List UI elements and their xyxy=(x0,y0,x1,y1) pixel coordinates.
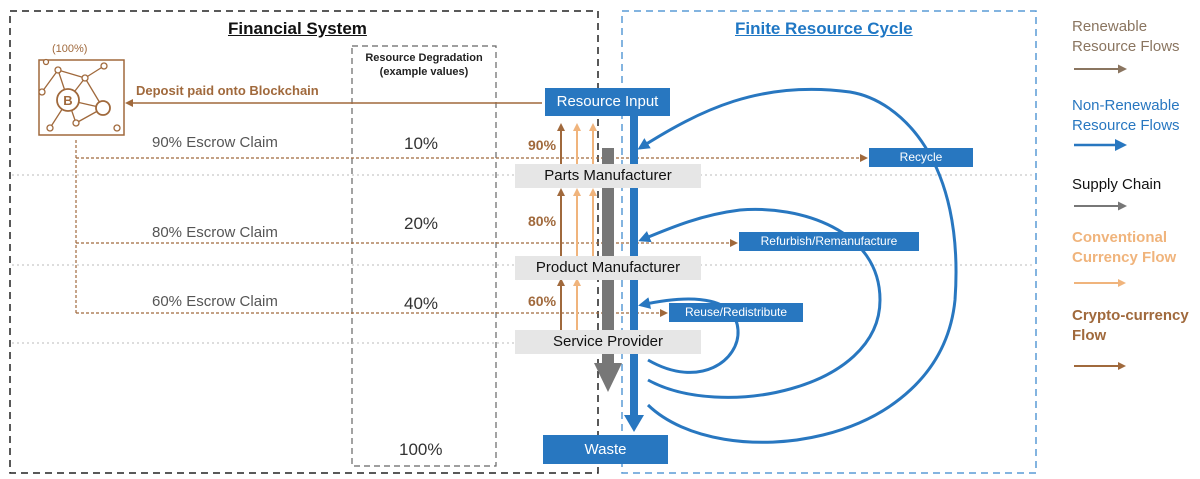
legend-non-renewable: Non-Renewable Resource Flows xyxy=(1072,97,1180,135)
parts-manufacturer-box: Parts Manufacturer xyxy=(515,164,701,188)
legend-arrows xyxy=(1074,64,1127,370)
service-provider-box: Service Provider xyxy=(515,330,701,354)
resource-degradation-title: Resource Degradation (example values) xyxy=(365,52,483,79)
row-separators xyxy=(12,174,1034,344)
degradation-40: 40% xyxy=(404,294,439,313)
supply-chain-arrowhead xyxy=(594,363,622,392)
wallet-percent-label: (100%) xyxy=(52,43,88,55)
resource-cycle-title: Finite Resource Cycle xyxy=(735,19,913,38)
resource-loops xyxy=(637,87,958,444)
financial-system-title: Financial System xyxy=(228,19,367,38)
supply-chain-bar xyxy=(602,148,614,363)
crypto-pct-60: 60% xyxy=(528,293,557,309)
escrow-claim-lines xyxy=(75,140,868,317)
deposit-label: Deposit paid onto Blockchain xyxy=(136,83,319,98)
resource-input-box: Resource Input xyxy=(545,88,670,116)
non-renewable-arrowhead xyxy=(624,415,644,432)
resource-degradation-frame xyxy=(351,45,497,467)
legend-supply-chain: Supply Chain xyxy=(1072,176,1162,193)
legend-crypto: Crypto-currency Flow xyxy=(1072,307,1189,345)
escrow-claim-80: 80% Escrow Claim xyxy=(152,224,278,241)
degradation-20: 20% xyxy=(404,214,439,233)
product-manufacturer-box: Product Manufacturer xyxy=(515,256,701,280)
crypto-pct-80: 80% xyxy=(528,213,557,229)
legend-renewable: Renewable Resource Flows xyxy=(1072,18,1180,56)
legend-conventional: Conventional Currency Flow xyxy=(1072,229,1177,267)
reuse-tag: Reuse/Redistribute xyxy=(669,303,803,322)
degradation-100: 100% xyxy=(399,440,443,459)
recycle-tag: Recycle xyxy=(869,148,973,167)
financial-system-frame xyxy=(9,10,599,474)
blockchain-wallet-icon: B xyxy=(38,58,125,136)
crypto-pct-90: 90% xyxy=(528,137,557,153)
degradation-10: 10% xyxy=(404,134,439,153)
escrow-claim-60: 60% Escrow Claim xyxy=(152,293,278,310)
resource-cycle-frame xyxy=(621,10,1037,474)
escrow-claim-90: 90% Escrow Claim xyxy=(152,134,278,151)
svg-text:B: B xyxy=(63,93,72,108)
conventional-currency-arrows xyxy=(573,123,597,335)
refurbish-tag: Refurbish/Remanufacture xyxy=(739,232,919,251)
waste-box: Waste xyxy=(543,435,668,464)
